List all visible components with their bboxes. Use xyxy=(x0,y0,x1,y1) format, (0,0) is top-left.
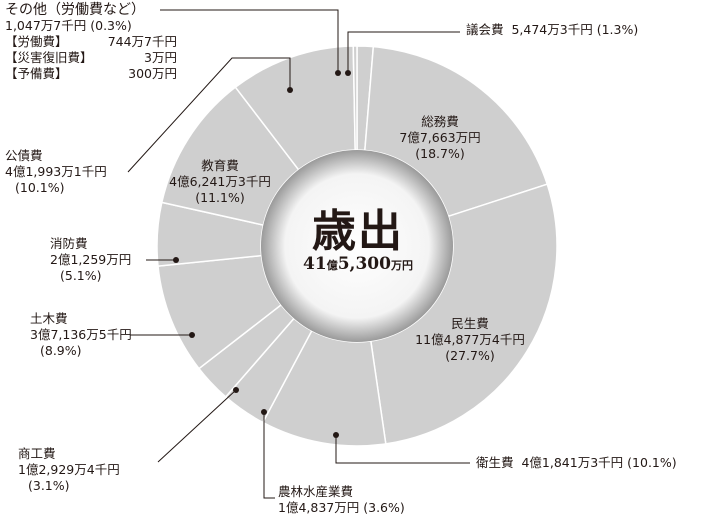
breakdown-name: 【災害復旧費】 xyxy=(5,50,93,65)
label-kosai: 公債費 4億1,993万1千円 (10.1%) xyxy=(5,148,107,196)
breakdown-name: 【労働費】 xyxy=(5,34,68,49)
dot-norin xyxy=(261,409,267,415)
label-amount: 1,047万7千円 xyxy=(5,18,87,33)
center-label: 歳出 41億5,300万円 xyxy=(283,208,433,274)
label-percent: (8.9%) xyxy=(40,343,82,358)
donut-center xyxy=(261,150,453,342)
leader-line-gikai xyxy=(347,31,460,73)
label-doboku: 土木費 3億7,136万5千円 (8.9%) xyxy=(30,311,132,359)
label-percent: (11.1%) xyxy=(195,190,245,205)
label-amount: 4億1,841万3千円 xyxy=(521,455,624,470)
leader-line-norin xyxy=(263,412,275,499)
chart-total: 41億5,300万円 xyxy=(283,256,433,274)
label-percent: (0.3%) xyxy=(90,18,132,33)
label-norin: 農林水産業費 1億4,837万円 (3.6%) xyxy=(278,484,405,516)
label-amount: 1億4,837万円 xyxy=(278,500,360,515)
breakdown-amount: 3万円 xyxy=(144,50,177,65)
dot-shobo xyxy=(173,257,179,263)
label-amount: 1億2,929万4千円 xyxy=(18,462,120,477)
label-name: 民生費 xyxy=(451,316,489,331)
breakdown-name: 【予備費】 xyxy=(5,66,68,81)
label-name: 衛生費 xyxy=(476,455,514,470)
label-amount: 2億1,259万円 xyxy=(50,252,132,267)
dot-gikai xyxy=(345,70,351,76)
label-amount: 5,474万3千円 xyxy=(511,22,593,37)
label-amount: 7億7,663万円 xyxy=(399,130,481,145)
breakdown-amount: 744万7千円 xyxy=(107,34,177,49)
label-percent: (1.3%) xyxy=(596,22,639,37)
total-unit2: 万円 xyxy=(390,259,413,272)
label-somu: 総務費 7億7,663万円 (18.7%) xyxy=(380,114,500,162)
total-unit1: 億 xyxy=(326,259,338,272)
dot-eisei xyxy=(333,432,339,438)
label-eisei: 衛生費 4億1,841万3千円 (10.1%) xyxy=(476,455,677,471)
label-name: 総務費 xyxy=(421,114,459,129)
label-percent: (3.1%) xyxy=(28,478,70,493)
total-num2: 5,300 xyxy=(337,254,391,274)
leader-line-eisei xyxy=(335,435,470,464)
dot-other xyxy=(335,70,341,76)
dot-doboku xyxy=(189,332,195,338)
label-shobo: 消防費 2億1,259万円 (5.1%) xyxy=(50,236,131,284)
label-name: 農林水産業費 xyxy=(278,484,354,499)
label-shoko: 商工費 1億2,929万4千円 (3.1%) xyxy=(18,446,120,494)
leader-line-shoko xyxy=(157,389,237,463)
breakdown-amount: 300万円 xyxy=(128,66,177,81)
leader-line-other xyxy=(160,9,339,73)
label-percent: (10.1%) xyxy=(15,180,65,195)
label-name: 議会費 xyxy=(466,22,504,37)
label-other: その他（労働費など） 1,047万7千円 (0.3%) 【労働費】 744万7千円… xyxy=(5,2,177,82)
label-percent: (10.1%) xyxy=(627,455,677,470)
label-kyoiku: 教育費 4億6,241万3千円 (11.1%) xyxy=(160,158,280,206)
label-name: その他（労働費など） xyxy=(5,2,145,18)
label-amount: 4億6,241万3千円 xyxy=(169,174,271,189)
label-percent: (5.1%) xyxy=(60,268,102,283)
label-minsei: 民生費 11億4,877万4千円 (27.7%) xyxy=(400,316,540,364)
label-name: 商工費 xyxy=(18,446,56,461)
label-name: 公債費 xyxy=(5,148,43,163)
dot-shoko xyxy=(233,387,239,393)
total-num1: 41 xyxy=(303,254,327,274)
label-name: 教育費 xyxy=(201,158,239,173)
label-amount: 11億4,877万4千円 xyxy=(415,332,525,347)
label-gikai: 議会費 5,474万3千円 (1.3%) xyxy=(466,22,638,38)
label-percent: (3.6%) xyxy=(363,500,405,515)
label-percent: (27.7%) xyxy=(445,348,495,363)
dot-kosai xyxy=(287,87,293,93)
label-name: 消防費 xyxy=(50,236,88,251)
label-name: 土木費 xyxy=(30,311,68,326)
chart-title: 歳出 xyxy=(312,206,404,257)
label-amount: 4億1,993万1千円 xyxy=(5,164,107,179)
label-amount: 3億7,136万5千円 xyxy=(30,327,132,342)
label-percent: (18.7%) xyxy=(415,146,465,161)
leader-line-kosai xyxy=(127,57,291,173)
